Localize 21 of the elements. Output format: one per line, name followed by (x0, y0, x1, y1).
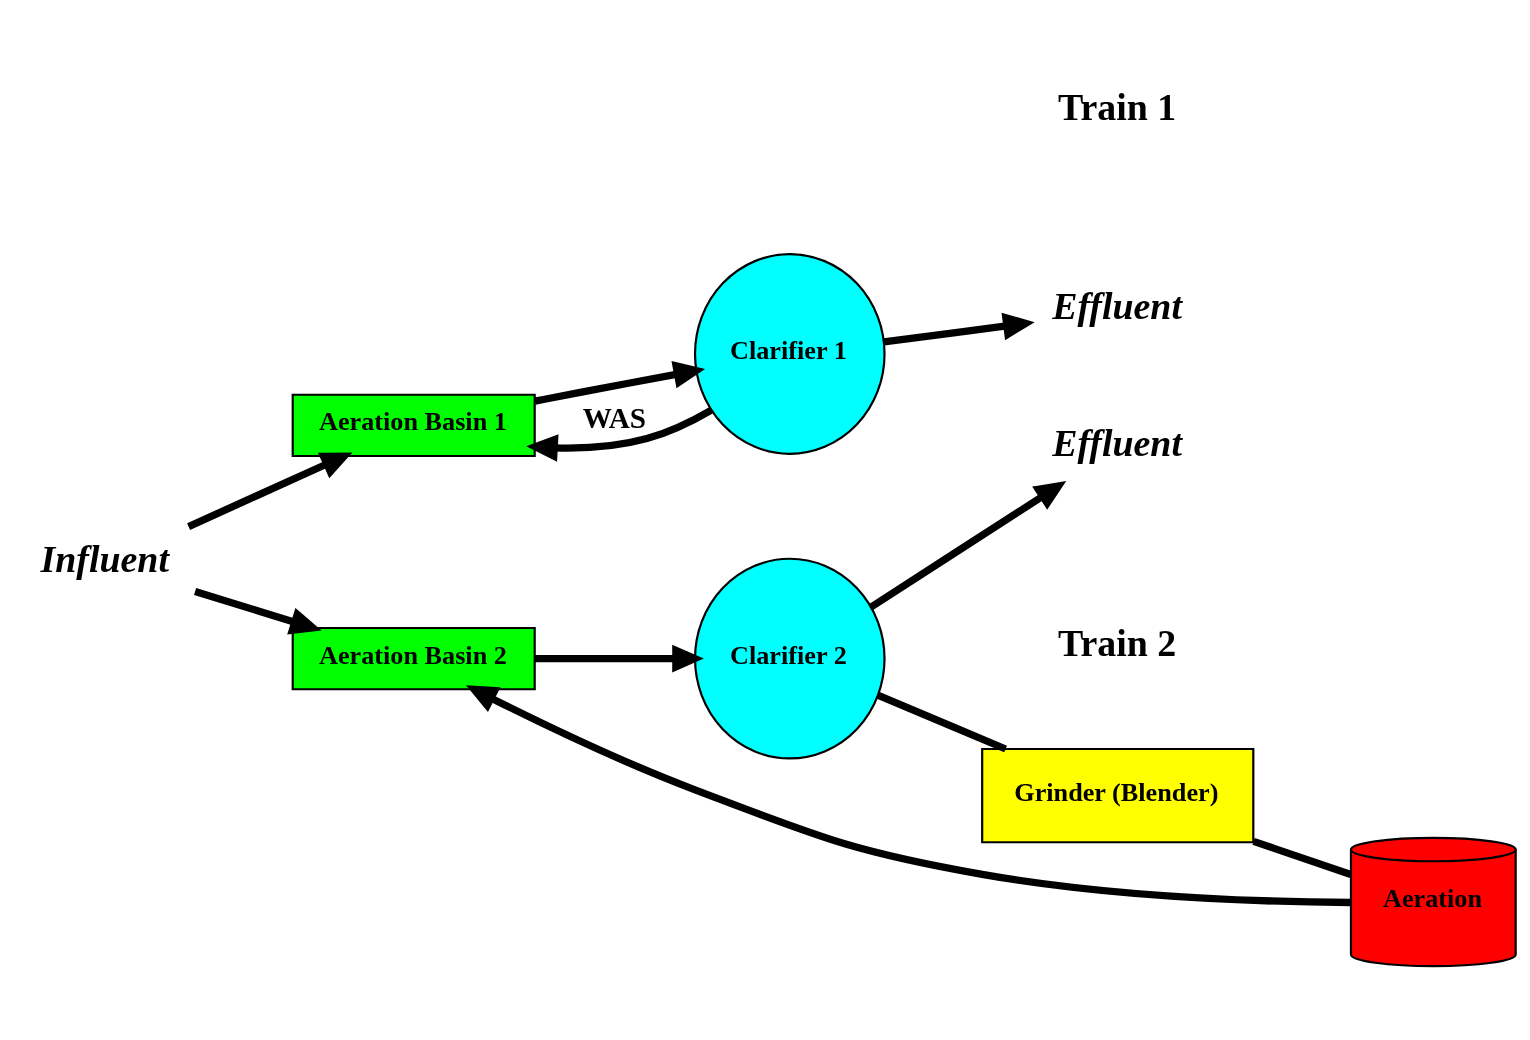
label: Train 1 (1057, 85, 1177, 128)
node-circle: Clarifier 2 (693, 557, 886, 760)
label: Train 2 (1057, 621, 1177, 664)
arrow (465, 684, 1351, 906)
node-box: Aeration Basin 1 (291, 393, 536, 457)
arrow (883, 312, 1035, 346)
connector (1252, 837, 1352, 878)
arrow (534, 360, 706, 405)
arrow (187, 451, 353, 530)
arrow (534, 644, 704, 672)
edge-label: WAS (582, 401, 646, 434)
arrow (526, 406, 714, 462)
node-box: Grinder (Blender) (981, 747, 1255, 843)
node-text: Influent (40, 537, 169, 580)
arrow (194, 587, 322, 634)
node-text: Effluent (1052, 421, 1182, 464)
node-circle: Clarifier 1 (693, 252, 886, 455)
node-box: Aeration Basin 2 (291, 626, 536, 690)
connector (876, 691, 1008, 752)
node-text: Effluent (1052, 284, 1182, 327)
arrow (869, 480, 1067, 610)
